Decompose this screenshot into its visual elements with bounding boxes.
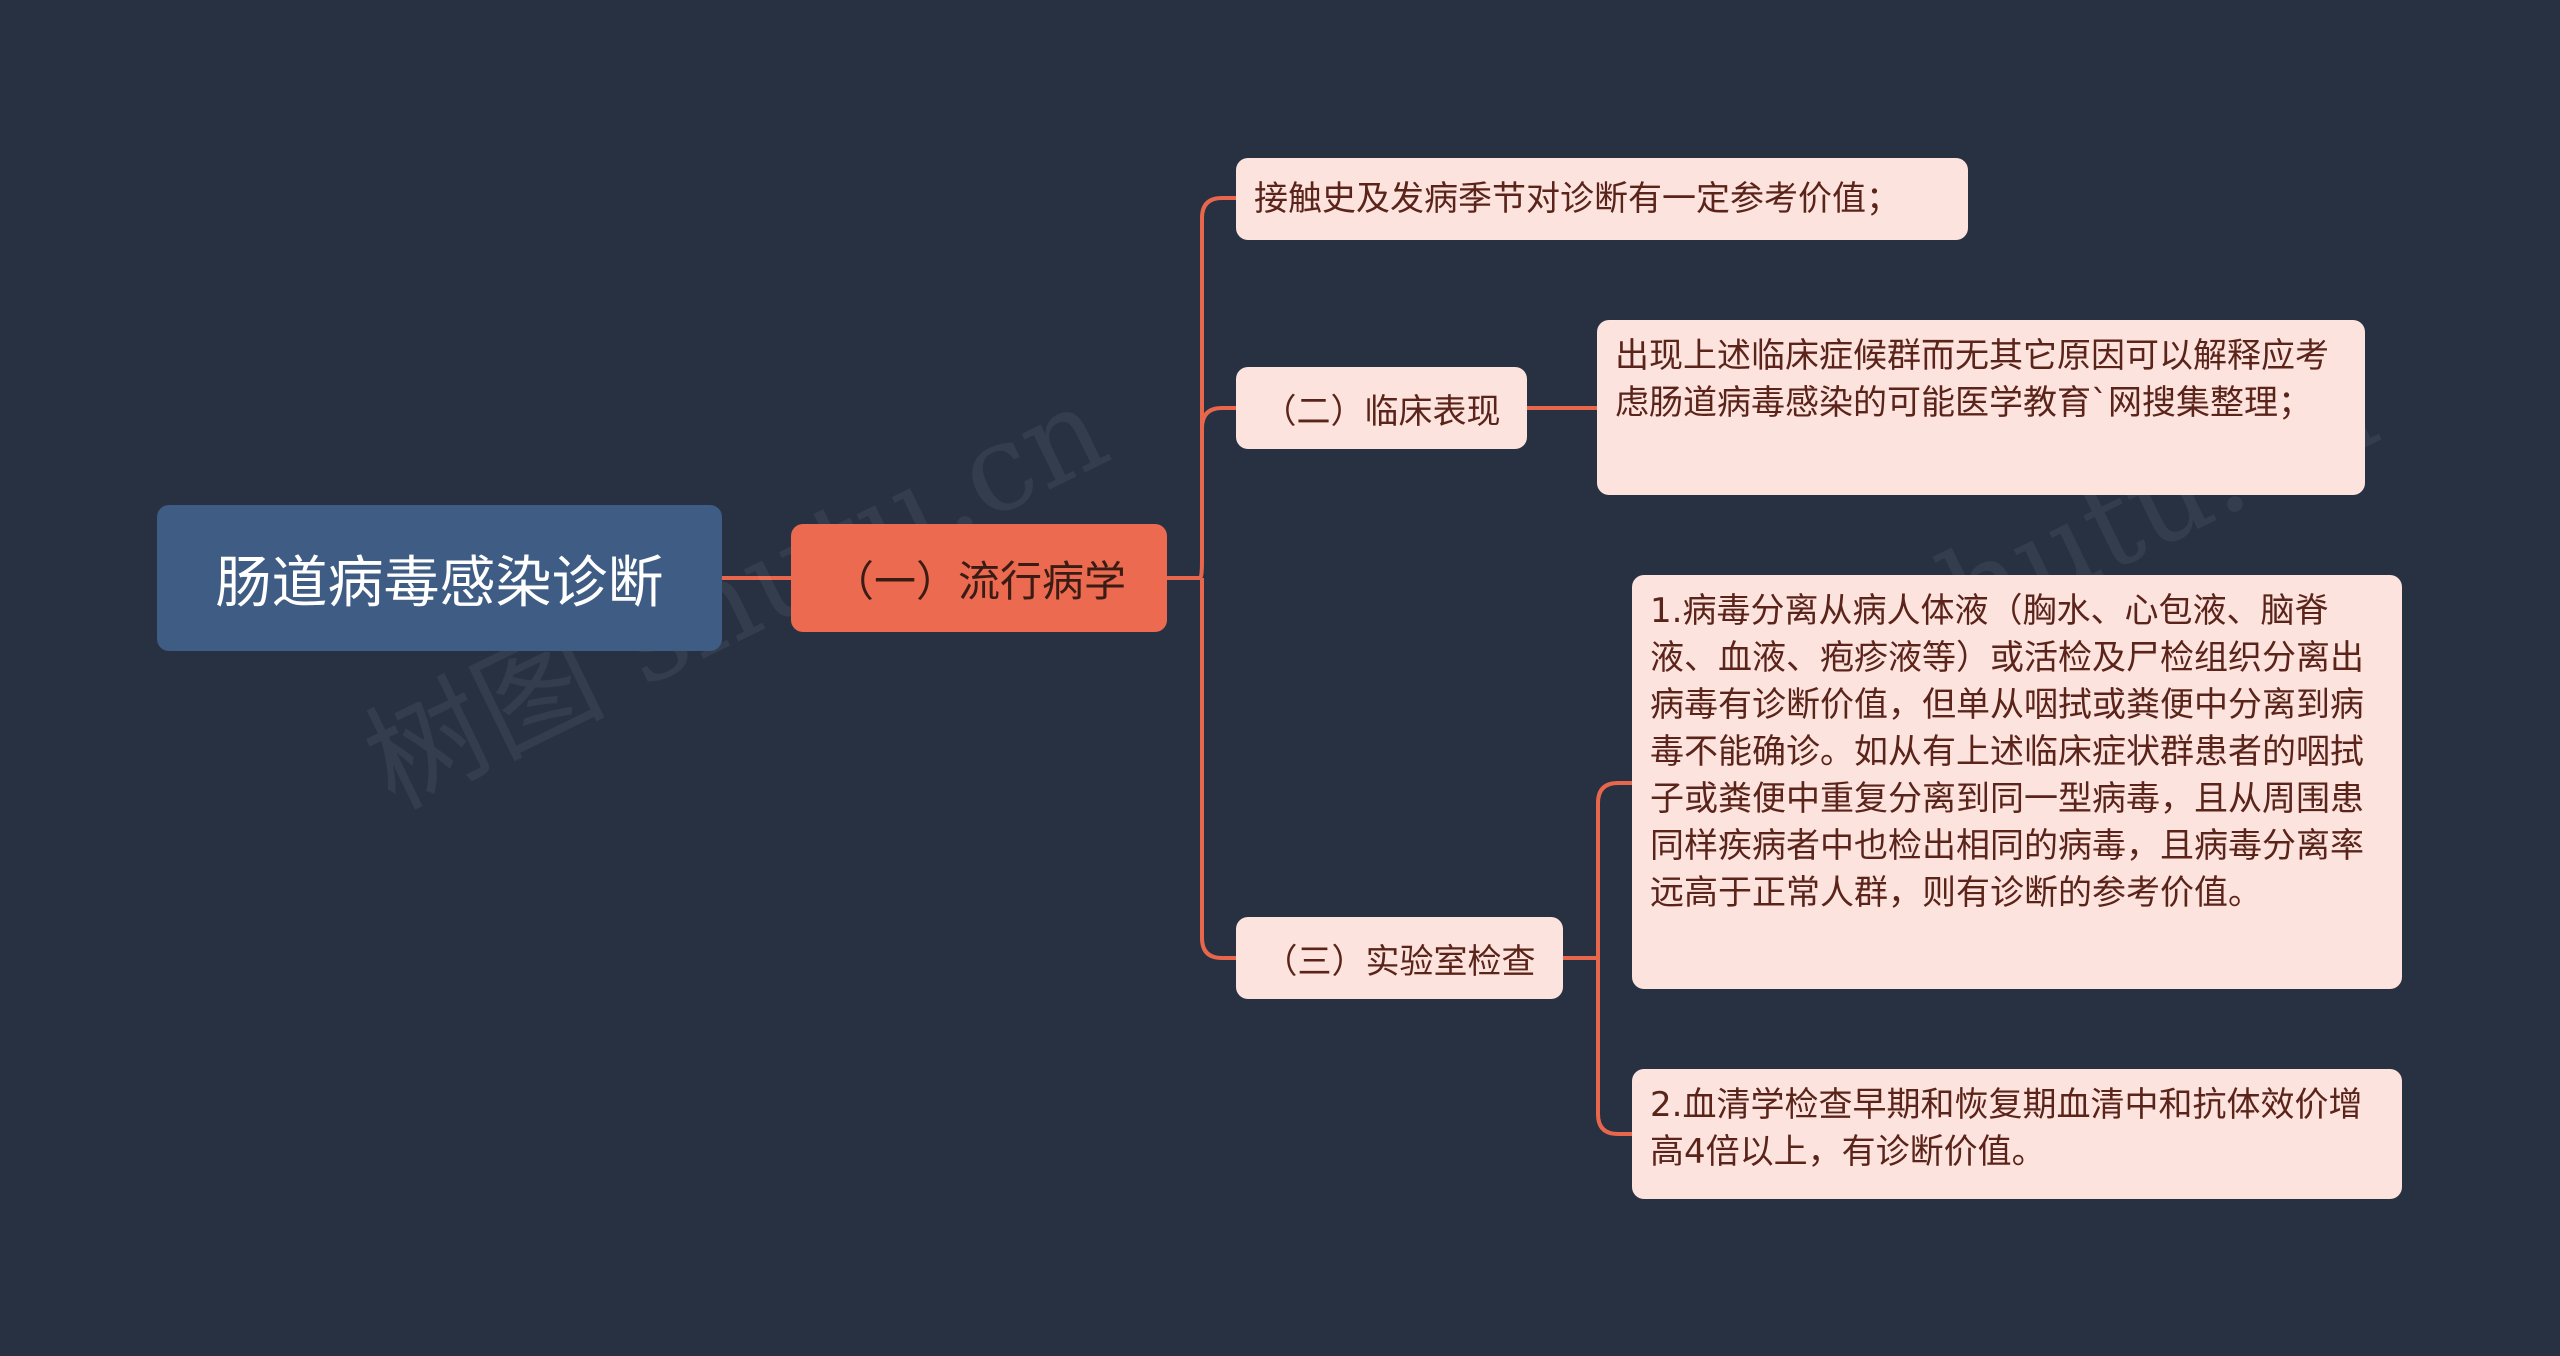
root-node[interactable]: 肠道病毒感染诊断	[157, 505, 722, 651]
connector-trunk-clinical	[1200, 406, 1236, 429]
root-label: 肠道病毒感染诊断	[215, 550, 664, 616]
connector-trunk-contact	[1198, 196, 1236, 580]
branch-label: （二）临床表现	[1262, 391, 1501, 432]
branch-node-clinical[interactable]: （二）临床表现	[1236, 367, 1527, 449]
leaf-node-lab-serology[interactable]: 2.血清学检查早期和恢复期血清中和抗体效价增高4倍以上，有诊断价值。	[1632, 1069, 2402, 1199]
branch-node-contact-history[interactable]: 接触史及发病季节对诊断有一定参考价值；	[1236, 158, 1968, 240]
topic-node-epidemiology[interactable]: （一）流行病学	[791, 524, 1167, 632]
branch-label: 接触史及发病季节对诊断有一定参考价值；	[1254, 178, 1900, 219]
leaf-text: 2.血清学检查早期和恢复期血清中和抗体效价增高4倍以上，有诊断价值。	[1650, 1085, 2363, 1172]
connector-trunk-lab	[1200, 578, 1236, 960]
leaf-node-lab-virus-isolation[interactable]: 1.病毒分离从病人体液（胸水、心包液、脑脊液、血液、疱疹液等）或活检及尸检组织分…	[1632, 575, 2402, 989]
leaf-text: 出现上述临床症候群而无其它原因可以解释应考虑肠道病毒感染的可能医学教育`网搜集整…	[1615, 336, 2329, 423]
leaf-node-clinical[interactable]: 出现上述临床症候群而无其它原因可以解释应考虑肠道病毒感染的可能医学教育`网搜集整…	[1597, 320, 2365, 495]
connector-lab-leaf-2	[1596, 958, 1632, 1136]
branch-node-lab[interactable]: （三）实验室检查	[1236, 917, 1563, 999]
connector-lab-leaf-1	[1596, 781, 1632, 958]
topic-label: （一）流行病学	[831, 556, 1126, 606]
leaf-text: 1.病毒分离从病人体液（胸水、心包液、脑脊液、血液、疱疹液等）或活检及尸检组织分…	[1650, 591, 2364, 913]
branch-label: （三）实验室检查	[1263, 941, 1536, 982]
